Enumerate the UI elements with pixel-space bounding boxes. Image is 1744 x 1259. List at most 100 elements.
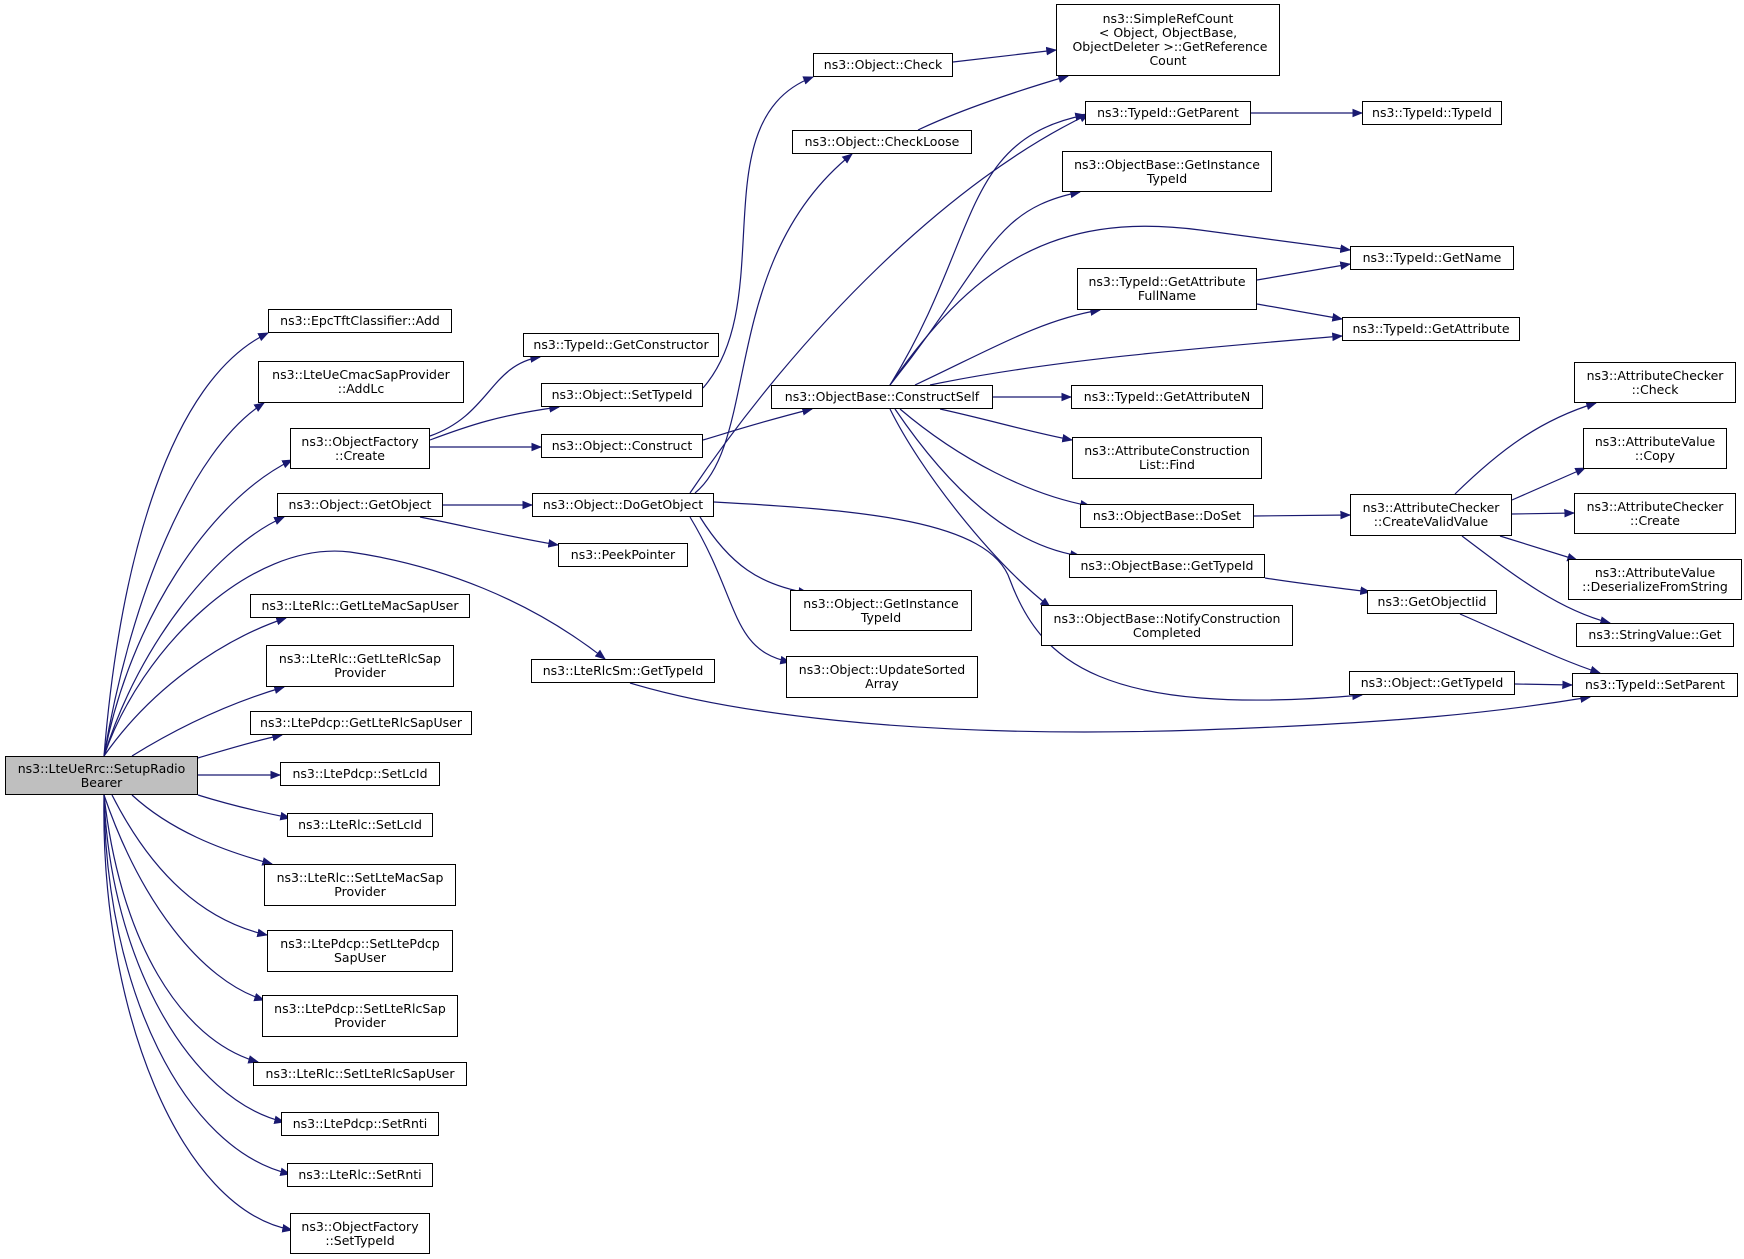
node-objbase-getinstancetypeid[interactable]: ns3::ObjectBase::GetInstance TypeId bbox=[1062, 151, 1272, 192]
node-factory-create[interactable]: ns3::ObjectFactory ::Create bbox=[290, 428, 430, 469]
node-obj-getinstancetypeid[interactable]: ns3::Object::GetInstance TypeId bbox=[790, 590, 972, 631]
node-objbase-gettypeid[interactable]: ns3::ObjectBase::GetTypeId bbox=[1069, 554, 1265, 578]
edge-root-to-pdcp-setpdcpsapuser bbox=[111, 794, 269, 938]
edge-root-to-rlc-setmacsapprovider bbox=[131, 794, 274, 866]
edge-typeid-getattributefullname-to-typeid-getname bbox=[1256, 261, 1352, 281]
node-pdcp-getrlcsapuser[interactable]: ns3::LtePdcp::GetLteRlcSapUser bbox=[250, 711, 472, 735]
edge-factory-create-to-obj-settypeid bbox=[429, 404, 561, 441]
node-rlc-getmacsapuser[interactable]: ns3::LteRlc::GetLteMacSapUser bbox=[250, 594, 470, 618]
node-epc-add[interactable]: ns3::EpcTftClassifier::Add bbox=[268, 309, 452, 333]
node-pdcp-setrlcsapprovider[interactable]: ns3::LtePdcp::SetLteRlcSap Provider bbox=[262, 995, 458, 1037]
node-obj-getobject[interactable]: ns3::Object::GetObject bbox=[277, 493, 443, 517]
edge-objbase-constructself-to-objbase-doset bbox=[899, 408, 1092, 509]
node-typeid-getparent[interactable]: ns3::TypeId::GetParent bbox=[1085, 101, 1251, 125]
edge-obj-check-to-simplerefcount bbox=[952, 46, 1058, 63]
node-attrconstructionlist-find[interactable]: ns3::AttributeConstruction List::Find bbox=[1072, 437, 1262, 479]
node-rlc-setmacsapprovider[interactable]: ns3::LteRlc::SetLteMacSap Provider bbox=[264, 864, 456, 906]
node-rlcsm-gettypeid[interactable]: ns3::LteRlcSm::GetTypeId bbox=[531, 659, 715, 683]
edge-root-to-rlc-getrlcsapprovider bbox=[131, 685, 286, 757]
edge-obj-dogetobject-to-obj-checkloose bbox=[694, 153, 853, 494]
edge-root-to-pdcp-getrlcsapuser bbox=[197, 732, 284, 759]
edge-root-to-rlcsm-gettypeid bbox=[103, 550, 606, 757]
edge-objbase-constructself-to-typeid-getattributefullname bbox=[914, 307, 1102, 386]
node-obj-dogetobject[interactable]: ns3::Object::DoGetObject bbox=[532, 493, 714, 517]
edge-root-to-pdcp-setrnti bbox=[103, 794, 286, 1124]
edge-objbase-doset-to-attrchecker-createvalidvalue bbox=[1253, 510, 1352, 520]
edge-objbase-constructself-to-typeid-getparent bbox=[889, 112, 1087, 386]
node-obj-gettypeid[interactable]: ns3::Object::GetTypeId bbox=[1349, 671, 1515, 695]
node-typeid-getattributefullname[interactable]: ns3::TypeId::GetAttribute FullName bbox=[1077, 268, 1257, 310]
edge-obj-dogetobject-to-obj-getinstancetypeid bbox=[699, 516, 810, 596]
edge-attrchecker-createvalidvalue-to-attrvalue-deserialize bbox=[1499, 535, 1579, 562]
edge-objbase-constructself-to-typeid-getname bbox=[889, 225, 1352, 386]
edge-obj-gettypeid-to-typeid-setparent bbox=[1514, 680, 1574, 690]
node-typeid-getname[interactable]: ns3::TypeId::GetName bbox=[1350, 246, 1514, 270]
node-typeid-getconstructor[interactable]: ns3::TypeId::GetConstructor bbox=[523, 333, 719, 357]
edge-objbase-constructself-to-objbase-gettypeid bbox=[894, 408, 1082, 559]
node-attrvalue-deserialize[interactable]: ns3::AttributeValue ::DeserializeFromStr… bbox=[1568, 559, 1742, 600]
edge-getobjectiid-to-typeid-setparent bbox=[1459, 613, 1602, 675]
node-objbase-constructself[interactable]: ns3::ObjectBase::ConstructSelf bbox=[771, 385, 993, 409]
edge-objbase-constructself-to-objbase-getinstancetypeid bbox=[889, 189, 1082, 386]
edge-obj-dogetobject-to-obj-gettypeid bbox=[713, 501, 1364, 701]
node-getobjectiid[interactable]: ns3::GetObjectIid bbox=[1367, 590, 1497, 614]
node-objbase-doset[interactable]: ns3::ObjectBase::DoSet bbox=[1080, 504, 1254, 528]
edge-objbase-constructself-to-attrconstructionlist-find bbox=[939, 408, 1074, 443]
node-objbase-notify[interactable]: ns3::ObjectBase::NotifyConstruction Comp… bbox=[1041, 605, 1293, 646]
node-pdcp-setlcid[interactable]: ns3::LtePdcp::SetLcId bbox=[280, 762, 440, 786]
node-pdcp-setpdcpsapuser[interactable]: ns3::LtePdcp::SetLtePdcp SapUser bbox=[267, 930, 453, 972]
edge-obj-construct-to-objbase-constructself bbox=[702, 407, 814, 441]
node-pdcp-setrnti[interactable]: ns3::LtePdcp::SetRnti bbox=[281, 1112, 439, 1136]
node-stringvalue-get[interactable]: ns3::StringValue::Get bbox=[1576, 623, 1734, 647]
edge-root-to-factory-create bbox=[103, 459, 293, 757]
edge-root-to-obj-getobject bbox=[103, 516, 285, 757]
edge-factory-create-to-typeid-getconstructor bbox=[429, 354, 542, 437]
edge-obj-dogetobject-to-obj-updatesortedarray bbox=[689, 516, 792, 665]
edge-obj-getobject-to-peekpointer bbox=[419, 516, 560, 548]
node-attrchecker-createvalidvalue[interactable]: ns3::AttributeChecker ::CreateValidValue bbox=[1350, 494, 1512, 536]
node-typeid-getattribute[interactable]: ns3::TypeId::GetAttribute bbox=[1342, 317, 1520, 341]
node-simplerefcount[interactable]: ns3::SimpleRefCount < Object, ObjectBase… bbox=[1056, 4, 1280, 76]
edge-typeid-getattributefullname-to-typeid-getattribute bbox=[1256, 303, 1344, 322]
edge-obj-dogetobject-to-typeid-getparent bbox=[689, 113, 1090, 494]
edge-rlcsm-gettypeid-to-typeid-setparent bbox=[629, 682, 1592, 733]
node-typeid-getattributen[interactable]: ns3::TypeId::GetAttributeN bbox=[1071, 385, 1263, 409]
node-typeid-typeid[interactable]: ns3::TypeId::TypeId bbox=[1362, 101, 1502, 125]
node-peekpointer[interactable]: ns3::PeekPointer bbox=[558, 543, 688, 567]
node-obj-check[interactable]: ns3::Object::Check bbox=[813, 53, 953, 77]
node-cmac-addlc[interactable]: ns3::LteUeCmacSapProvider ::AddLc bbox=[258, 361, 464, 403]
node-factory-settypeid[interactable]: ns3::ObjectFactory ::SetTypeId bbox=[290, 1213, 430, 1254]
node-typeid-setparent[interactable]: ns3::TypeId::SetParent bbox=[1572, 673, 1738, 697]
node-rlc-getrlcsapprovider[interactable]: ns3::LteRlc::GetLteRlcSap Provider bbox=[266, 645, 454, 687]
node-rlc-setrnti[interactable]: ns3::LteRlc::SetRnti bbox=[287, 1163, 433, 1187]
node-attrvalue-copy[interactable]: ns3::AttributeValue ::Copy bbox=[1583, 428, 1727, 469]
edge-root-to-rlc-setlcid bbox=[197, 794, 292, 821]
node-obj-checkloose[interactable]: ns3::Object::CheckLoose bbox=[792, 130, 972, 154]
edge-root-to-rlc-setrnti bbox=[103, 794, 292, 1177]
node-attrchecker-create[interactable]: ns3::AttributeChecker ::Create bbox=[1574, 493, 1736, 534]
node-obj-settypeid[interactable]: ns3::Object::SetTypeId bbox=[541, 383, 703, 407]
node-attrchecker-check[interactable]: ns3::AttributeChecker ::Check bbox=[1574, 362, 1736, 403]
edge-root-to-rlc-getmacsapuser bbox=[103, 616, 288, 757]
edge-root-to-rlc-setrlcsapuser bbox=[103, 794, 260, 1064]
edge-root-to-pdcp-setrlcsapprovider bbox=[103, 794, 266, 1002]
node-obj-updatesortedarray[interactable]: ns3::Object::UpdateSorted Array bbox=[786, 656, 978, 698]
node-rlc-setrlcsapuser[interactable]: ns3::LteRlc::SetLteRlcSapUser bbox=[253, 1062, 467, 1086]
edge-attrchecker-createvalidvalue-to-stringvalue-get bbox=[1461, 535, 1612, 625]
edge-obj-checkloose-to-simplerefcount bbox=[917, 74, 1070, 131]
edge-objbase-constructself-to-typeid-getattribute bbox=[929, 332, 1344, 386]
edge-root-to-cmac-addlc bbox=[103, 402, 265, 757]
edge-objbase-constructself-to-objbase-notify bbox=[889, 408, 1051, 608]
edge-attrchecker-createvalidvalue-to-attrchecker-create bbox=[1511, 508, 1576, 518]
node-rlc-setlcid[interactable]: ns3::LteRlc::SetLcId bbox=[287, 813, 433, 837]
edge-root-to-epc-add bbox=[103, 332, 269, 757]
edge-obj-settypeid-to-obj-check bbox=[702, 76, 815, 389]
edge-attrchecker-createvalidvalue-to-attrchecker-check bbox=[1454, 401, 1598, 495]
edge-attrchecker-createvalidvalue-to-attrvalue-copy bbox=[1511, 467, 1586, 501]
edge-objbase-gettypeid-to-getobjectiid bbox=[1264, 577, 1372, 595]
node-obj-construct[interactable]: ns3::Object::Construct bbox=[541, 434, 703, 458]
node-root[interactable]: ns3::LteUeRrc::SetupRadio Bearer bbox=[5, 756, 198, 795]
edge-root-to-factory-settypeid bbox=[103, 794, 294, 1233]
